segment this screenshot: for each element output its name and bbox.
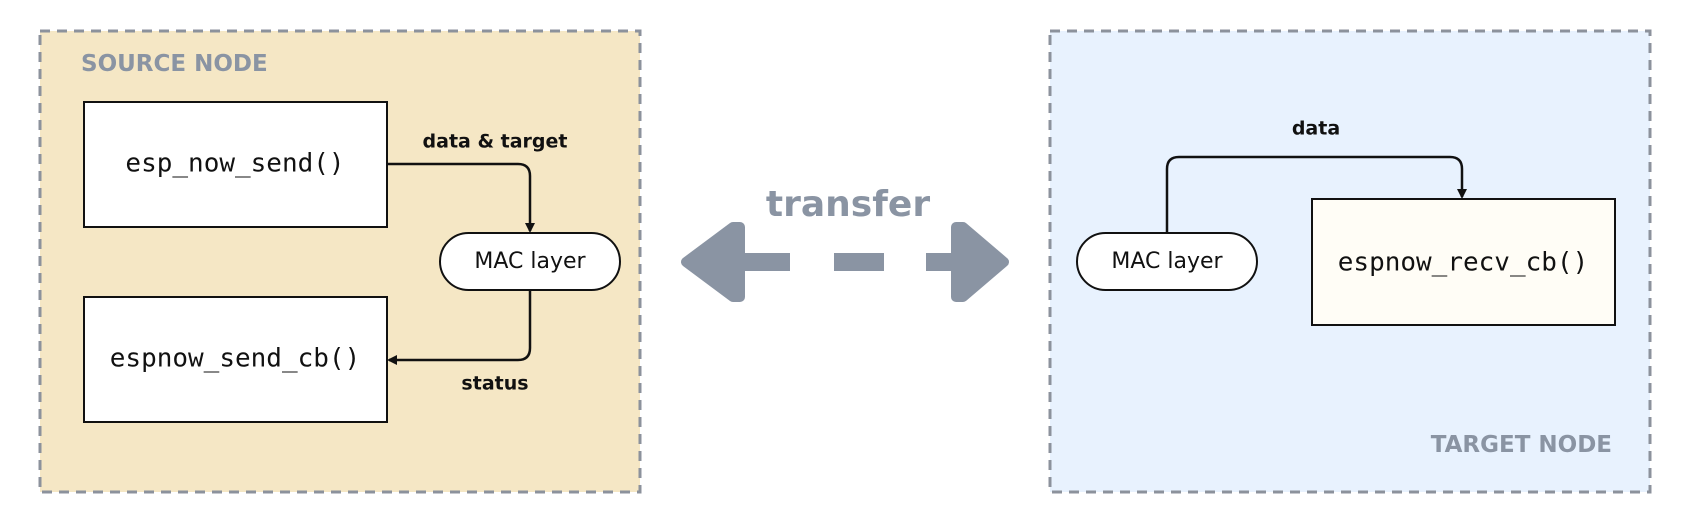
target-mac-layer-label: MAC layer (1111, 249, 1223, 274)
send-to-mac-arrow (387, 162, 535, 233)
espnow-send-cb-box (83, 296, 388, 423)
transfer-dash-3 (926, 253, 956, 271)
transfer-label: transfer (766, 184, 930, 225)
data-edge-label: data (1292, 118, 1340, 140)
esp-now-send-label: esp_now_send() (125, 149, 344, 179)
target-node: TARGET NODE MAC layer espnow_recv_cb() d… (1048, 29, 1652, 494)
source-node-title: SOURCE NODE (81, 51, 268, 77)
espnow-send-cb-label: espnow_send_cb() (110, 344, 360, 374)
source-node: SOURCE NODE esp_now_send() espnow_send_c… (38, 29, 642, 494)
target-node-title: TARGET NODE (1431, 432, 1612, 458)
mac-to-callback-arrow (387, 290, 532, 365)
espnow-recv-cb-label: espnow_recv_cb() (1338, 248, 1588, 278)
transfer-arrow: transfer (681, 184, 1009, 302)
mac-to-recv-arrow (1165, 155, 1467, 233)
transfer-right-arrowhead (951, 222, 1009, 302)
transfer-dash-1 (740, 253, 790, 271)
source-mac-layer-label: MAC layer (474, 249, 586, 274)
transfer-left-arrowhead (681, 222, 745, 302)
status-edge-label: status (461, 373, 528, 395)
esp-now-send-box (83, 101, 388, 228)
espnow-recv-cb-box (1311, 198, 1616, 326)
send-edge-label: data & target (423, 131, 568, 153)
transfer-dash-2 (834, 253, 884, 271)
